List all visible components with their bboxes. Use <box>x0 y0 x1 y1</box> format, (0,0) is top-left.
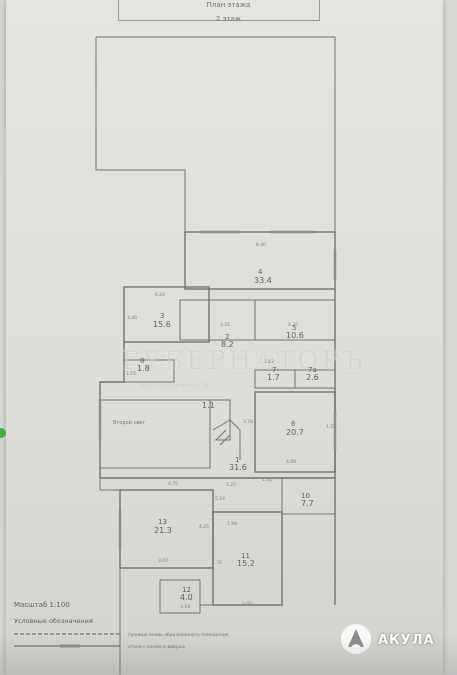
title-block <box>118 0 320 21</box>
second-light-label: Второй свет <box>113 420 146 426</box>
legend-item-wall: стена с окном и дверью <box>128 645 186 650</box>
dim-label: 3.19 <box>180 605 191 610</box>
dim-label: 1.98 <box>227 522 238 527</box>
second-light-void <box>100 399 211 469</box>
dim-label: 1.15 <box>126 372 137 377</box>
dim-label: 1.32 <box>262 478 273 483</box>
plan-sheet <box>6 0 443 675</box>
room-11-area: 15.2 <box>237 559 255 568</box>
room-8-number: 8 <box>140 357 145 365</box>
room-3-area: 15.6 <box>153 320 171 329</box>
dim-label: 1.21 <box>326 425 337 430</box>
dim-label: 1.76 <box>212 561 223 566</box>
terrace-outline <box>96 36 336 248</box>
room-12-number: 12 <box>182 586 191 594</box>
room-7-area: 1.7 <box>267 373 280 382</box>
room-12-walls <box>159 579 201 614</box>
dim-label: 3.02 <box>158 559 169 564</box>
room-3-walls <box>123 286 210 343</box>
room-10-area: 7.7 <box>301 499 314 508</box>
room-2-walls <box>179 299 256 341</box>
dim-label: 4.40 <box>286 460 297 465</box>
dim-label: 1.62 <box>264 360 275 365</box>
scale-label: Масштаб 1:100 <box>14 601 70 609</box>
floor-label: 2 этаж <box>215 15 242 23</box>
room-5-area: 10.6 <box>286 331 304 340</box>
room-10-number: 10 <box>301 492 310 500</box>
room-10-walls <box>281 477 336 515</box>
room-2-area: 8.2 <box>221 340 234 349</box>
dim-label: 3.46 <box>127 316 138 321</box>
dim-label: 1.27 <box>226 483 237 488</box>
room-13-area: 21.3 <box>154 526 172 535</box>
room-3-number: 3 <box>160 312 165 320</box>
room-7-number: 7 <box>272 366 277 374</box>
dim-label: 3.25 <box>220 323 231 328</box>
plan-title: План этажа <box>206 1 251 9</box>
room-11-number: 11 <box>241 552 250 560</box>
logo-text: АКУЛА <box>378 633 435 648</box>
legend-title: Условные обозначения <box>14 617 93 625</box>
dim-label: 5.14 <box>215 497 226 502</box>
watermark-logo: ГУБЕРНАТОРЪ <box>122 346 366 376</box>
room-5-number: 5 <box>292 324 297 332</box>
room-13-number: 13 <box>158 518 167 526</box>
akula-logo-icon <box>341 624 371 654</box>
side-tab[interactable] <box>0 428 6 438</box>
dim-label: 6.40 <box>256 243 267 248</box>
room-4-area: 33.4 <box>254 276 272 285</box>
dim-label: 4.75 <box>168 482 179 487</box>
dim-label: 4.25 <box>288 323 299 328</box>
room-12-area: 4.0 <box>180 593 193 602</box>
legend-item-boundary: граница вновь образованного помещения <box>128 633 229 638</box>
room-1-number: 1 <box>235 456 240 464</box>
watermark-subtext: ЦЕНТР НЕДВИЖИМОСТИ <box>140 383 210 388</box>
room-1-area: 31.6 <box>229 463 247 472</box>
dim-label: 3.74 <box>243 420 254 425</box>
dim-label: 6.24 <box>155 293 166 298</box>
room-6-number: 6 <box>291 420 296 428</box>
dim-label: 4.25 <box>199 525 210 530</box>
room-2-number: 2 <box>225 333 230 341</box>
small-area-label: 1.1 <box>202 401 215 410</box>
room-8-area: 1.8 <box>137 364 150 373</box>
room-6-area: 20.7 <box>286 428 304 437</box>
room-7a-area: 2.6 <box>306 373 319 382</box>
room-4-number: 4 <box>258 268 263 276</box>
room-7a-number: 7а <box>308 366 317 374</box>
dim-label: 3.02 <box>242 602 253 607</box>
